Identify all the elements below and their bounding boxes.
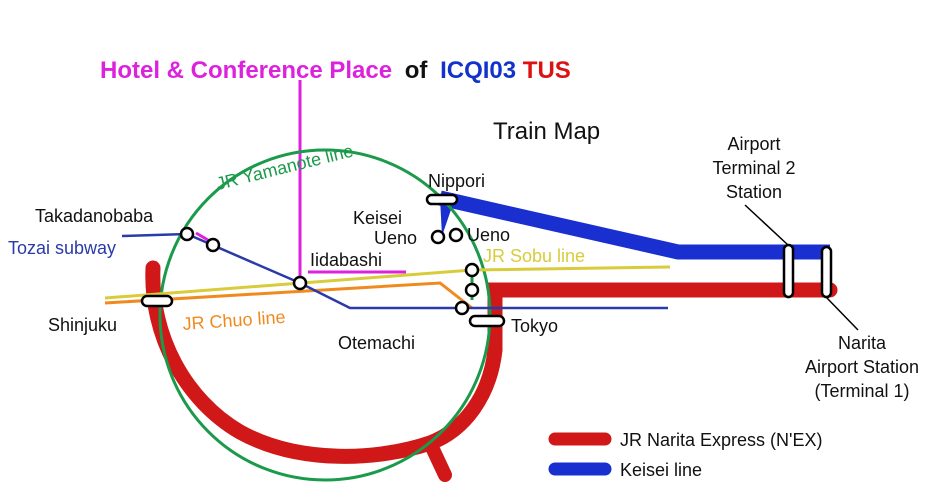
takadanobaba-label: Takadanobaba: [35, 206, 154, 226]
station-airport-t2-marker[interactable]: [782, 243, 795, 299]
tokyo-label: Tokyo: [511, 316, 558, 336]
shinjuku-label: Shinjuku: [48, 315, 117, 335]
station-takadanobaba-tozai-marker[interactable]: [205, 237, 221, 253]
station-takadanobaba-marker[interactable]: [179, 226, 195, 242]
title-of: of: [405, 57, 429, 84]
narita-label-line3: (Terminal 1): [814, 381, 909, 401]
map-title: Train Map: [493, 118, 600, 145]
title-tus: TUS: [523, 57, 571, 84]
page-title: Hotel & Conference Place of ICQI03 TUS: [100, 57, 571, 84]
station-akihabara-marker[interactable]: [464, 262, 480, 278]
station-ueno-marker[interactable]: [448, 227, 464, 243]
station-otemachi-marker[interactable]: [454, 300, 470, 316]
narita-express-branch: [423, 436, 452, 482]
narita-label-line1: Narita: [838, 333, 887, 353]
narita-express-line: [145, 260, 838, 464]
iidabashi-label: Iidabashi: [310, 250, 382, 270]
station-tokyo-marker[interactable]: [468, 314, 506, 328]
yamanote-label: JR Yamanote line: [214, 141, 355, 194]
title-hotel: Hotel & Conference Place: [100, 57, 392, 84]
station-kanda-marker[interactable]: [464, 282, 480, 298]
station-iidabashi-marker[interactable]: [292, 275, 308, 291]
chuo-line: [104, 281, 473, 310]
station-shinjuku-marker[interactable]: [140, 294, 174, 308]
station-keisei-ueno-marker[interactable]: [430, 229, 446, 245]
narita-label-line2: Airport Station: [805, 357, 919, 377]
station-nippori-marker[interactable]: [425, 193, 459, 206]
keisei-ueno-label-line2: Ueno: [374, 228, 417, 248]
station-narita-marker[interactable]: [820, 245, 833, 299]
sobu-label: JR Sobu line: [483, 246, 585, 266]
otemachi-label: Otemachi: [338, 333, 415, 353]
airport-t2-label-line2: Terminal 2: [712, 158, 795, 178]
legend-keisei-label: Keisei line: [620, 460, 702, 480]
title-icqi: ICQI03: [440, 57, 516, 84]
keisei-line: [438, 190, 830, 260]
airport-t2-label-line3: Station: [726, 182, 782, 202]
chuo-label: JR Chuo line: [182, 307, 286, 334]
nippori-label: Nippori: [428, 171, 485, 191]
ueno-label: Ueno: [467, 225, 510, 245]
narita-pointer: [825, 296, 859, 331]
legend-nex-label: JR Narita Express (N'EX): [620, 430, 822, 450]
tozai-label: Tozai subway: [8, 238, 116, 258]
legend: JR Narita Express (N'EX) Keisei line: [548, 430, 822, 480]
keisei-ueno-label-line1: Keisei: [353, 208, 402, 228]
airport-t2-label-line1: Airport: [727, 134, 780, 154]
airport-t2-pointer: [744, 204, 789, 246]
